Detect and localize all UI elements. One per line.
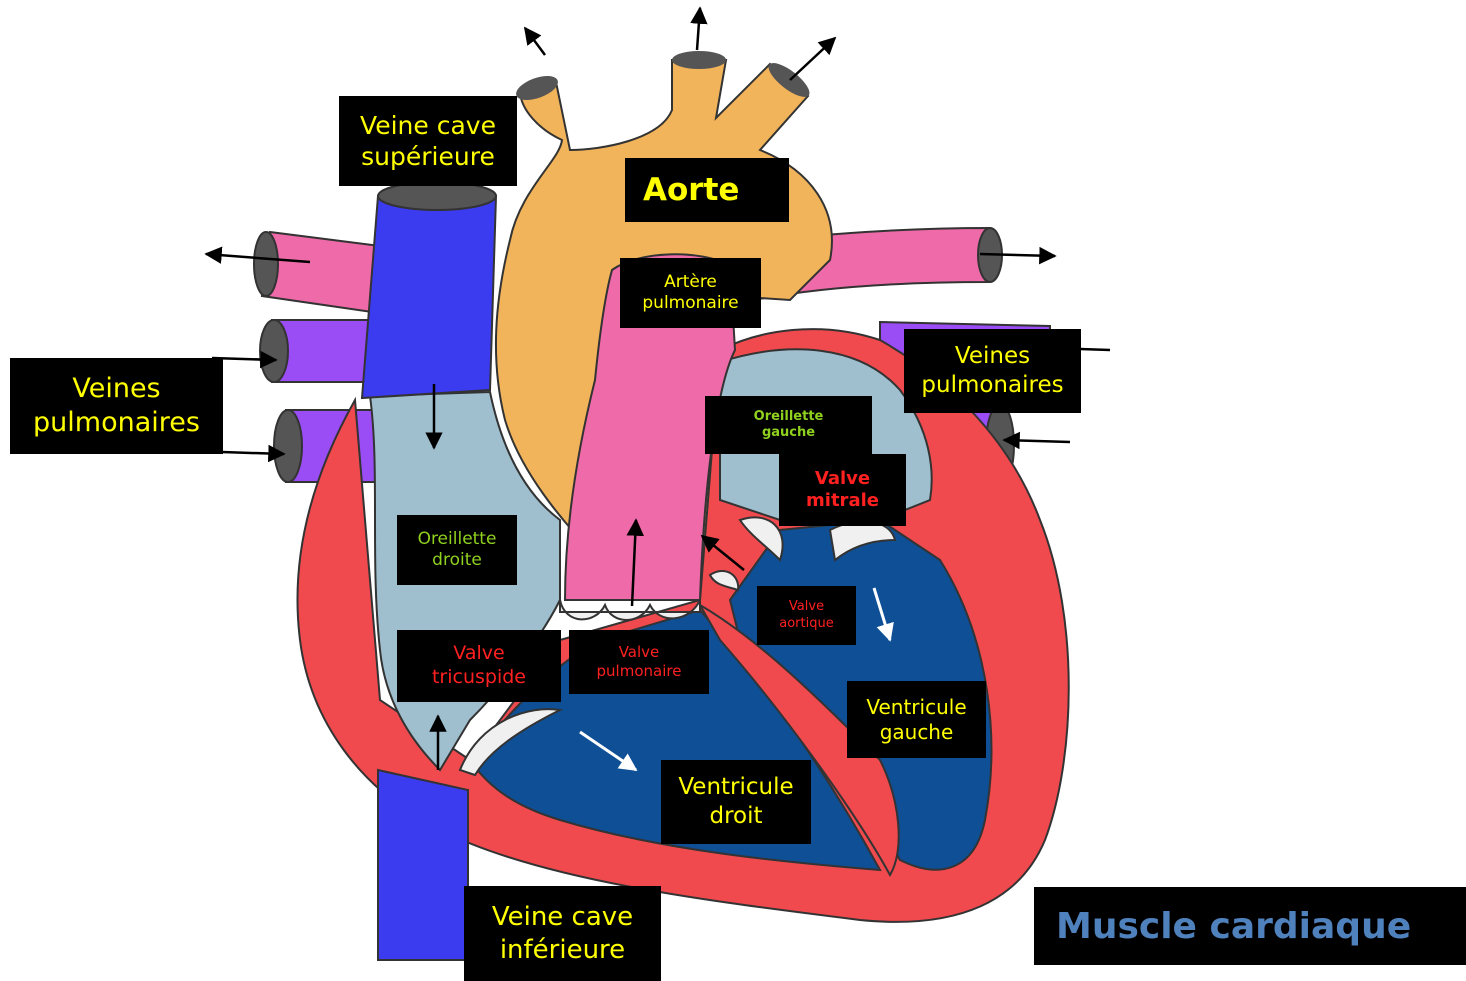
inferior-vena-cava-shape xyxy=(378,770,468,960)
label-right-atrium: Oreillette droite xyxy=(397,515,517,585)
label-superior-vena-cava: Veine cave supérieure xyxy=(339,96,517,186)
label-aortic-valve: Valve aortique xyxy=(757,586,856,645)
label-pulmonary-veins-right-text: Veines pulmonaires xyxy=(921,342,1063,400)
label-pulmonary-valve-text: Valve pulmonaire xyxy=(597,643,682,681)
label-mitral-valve: Valve mitrale xyxy=(779,454,906,526)
label-right-ventricle: Ventricule droit xyxy=(661,760,811,844)
label-aorta-text: Aorte xyxy=(643,171,739,210)
label-pulmonary-artery-text: Artère pulmonaire xyxy=(642,272,738,315)
label-inferior-vena-cava: Veine cave inférieure xyxy=(464,886,661,981)
label-pulmonary-veins-right: Veines pulmonaires xyxy=(904,329,1081,413)
label-pulmonary-artery: Artère pulmonaire xyxy=(620,258,761,328)
label-tricuspid-valve-text: Valve tricuspide xyxy=(432,642,526,690)
label-inferior-vena-cava-text: Veine cave inférieure xyxy=(492,901,633,966)
label-left-ventricle-text: Ventricule gauche xyxy=(866,695,966,745)
label-left-atrium-text: Oreillette gauche xyxy=(754,409,824,442)
label-pulmonary-veins-left: Veines pulmonaires xyxy=(10,358,223,454)
label-tricuspid-valve: Valve tricuspide xyxy=(397,630,561,702)
label-left-ventricle: Ventricule gauche xyxy=(847,681,986,758)
label-aortic-valve-text: Valve aortique xyxy=(779,599,833,632)
superior-vena-cava-shape xyxy=(362,182,496,398)
right-pulmonary-artery xyxy=(254,232,380,312)
pulmonary-veins-left-shape xyxy=(260,320,380,482)
label-mitral-valve-text: Valve mitrale xyxy=(806,468,879,513)
label-heart-muscle: Muscle cardiaque xyxy=(1034,887,1466,965)
label-right-ventricle-text: Ventricule droit xyxy=(678,773,793,831)
label-pulmonary-veins-left-text: Veines pulmonaires xyxy=(33,372,200,440)
label-left-atrium: Oreillette gauche xyxy=(705,396,872,454)
label-aorta: Aorte xyxy=(625,158,789,222)
label-right-atrium-text: Oreillette droite xyxy=(418,529,497,572)
label-heart-muscle-text: Muscle cardiaque xyxy=(1056,904,1411,949)
label-superior-vena-cava-text: Veine cave supérieure xyxy=(360,110,496,173)
label-pulmonary-valve: Valve pulmonaire xyxy=(569,630,709,694)
